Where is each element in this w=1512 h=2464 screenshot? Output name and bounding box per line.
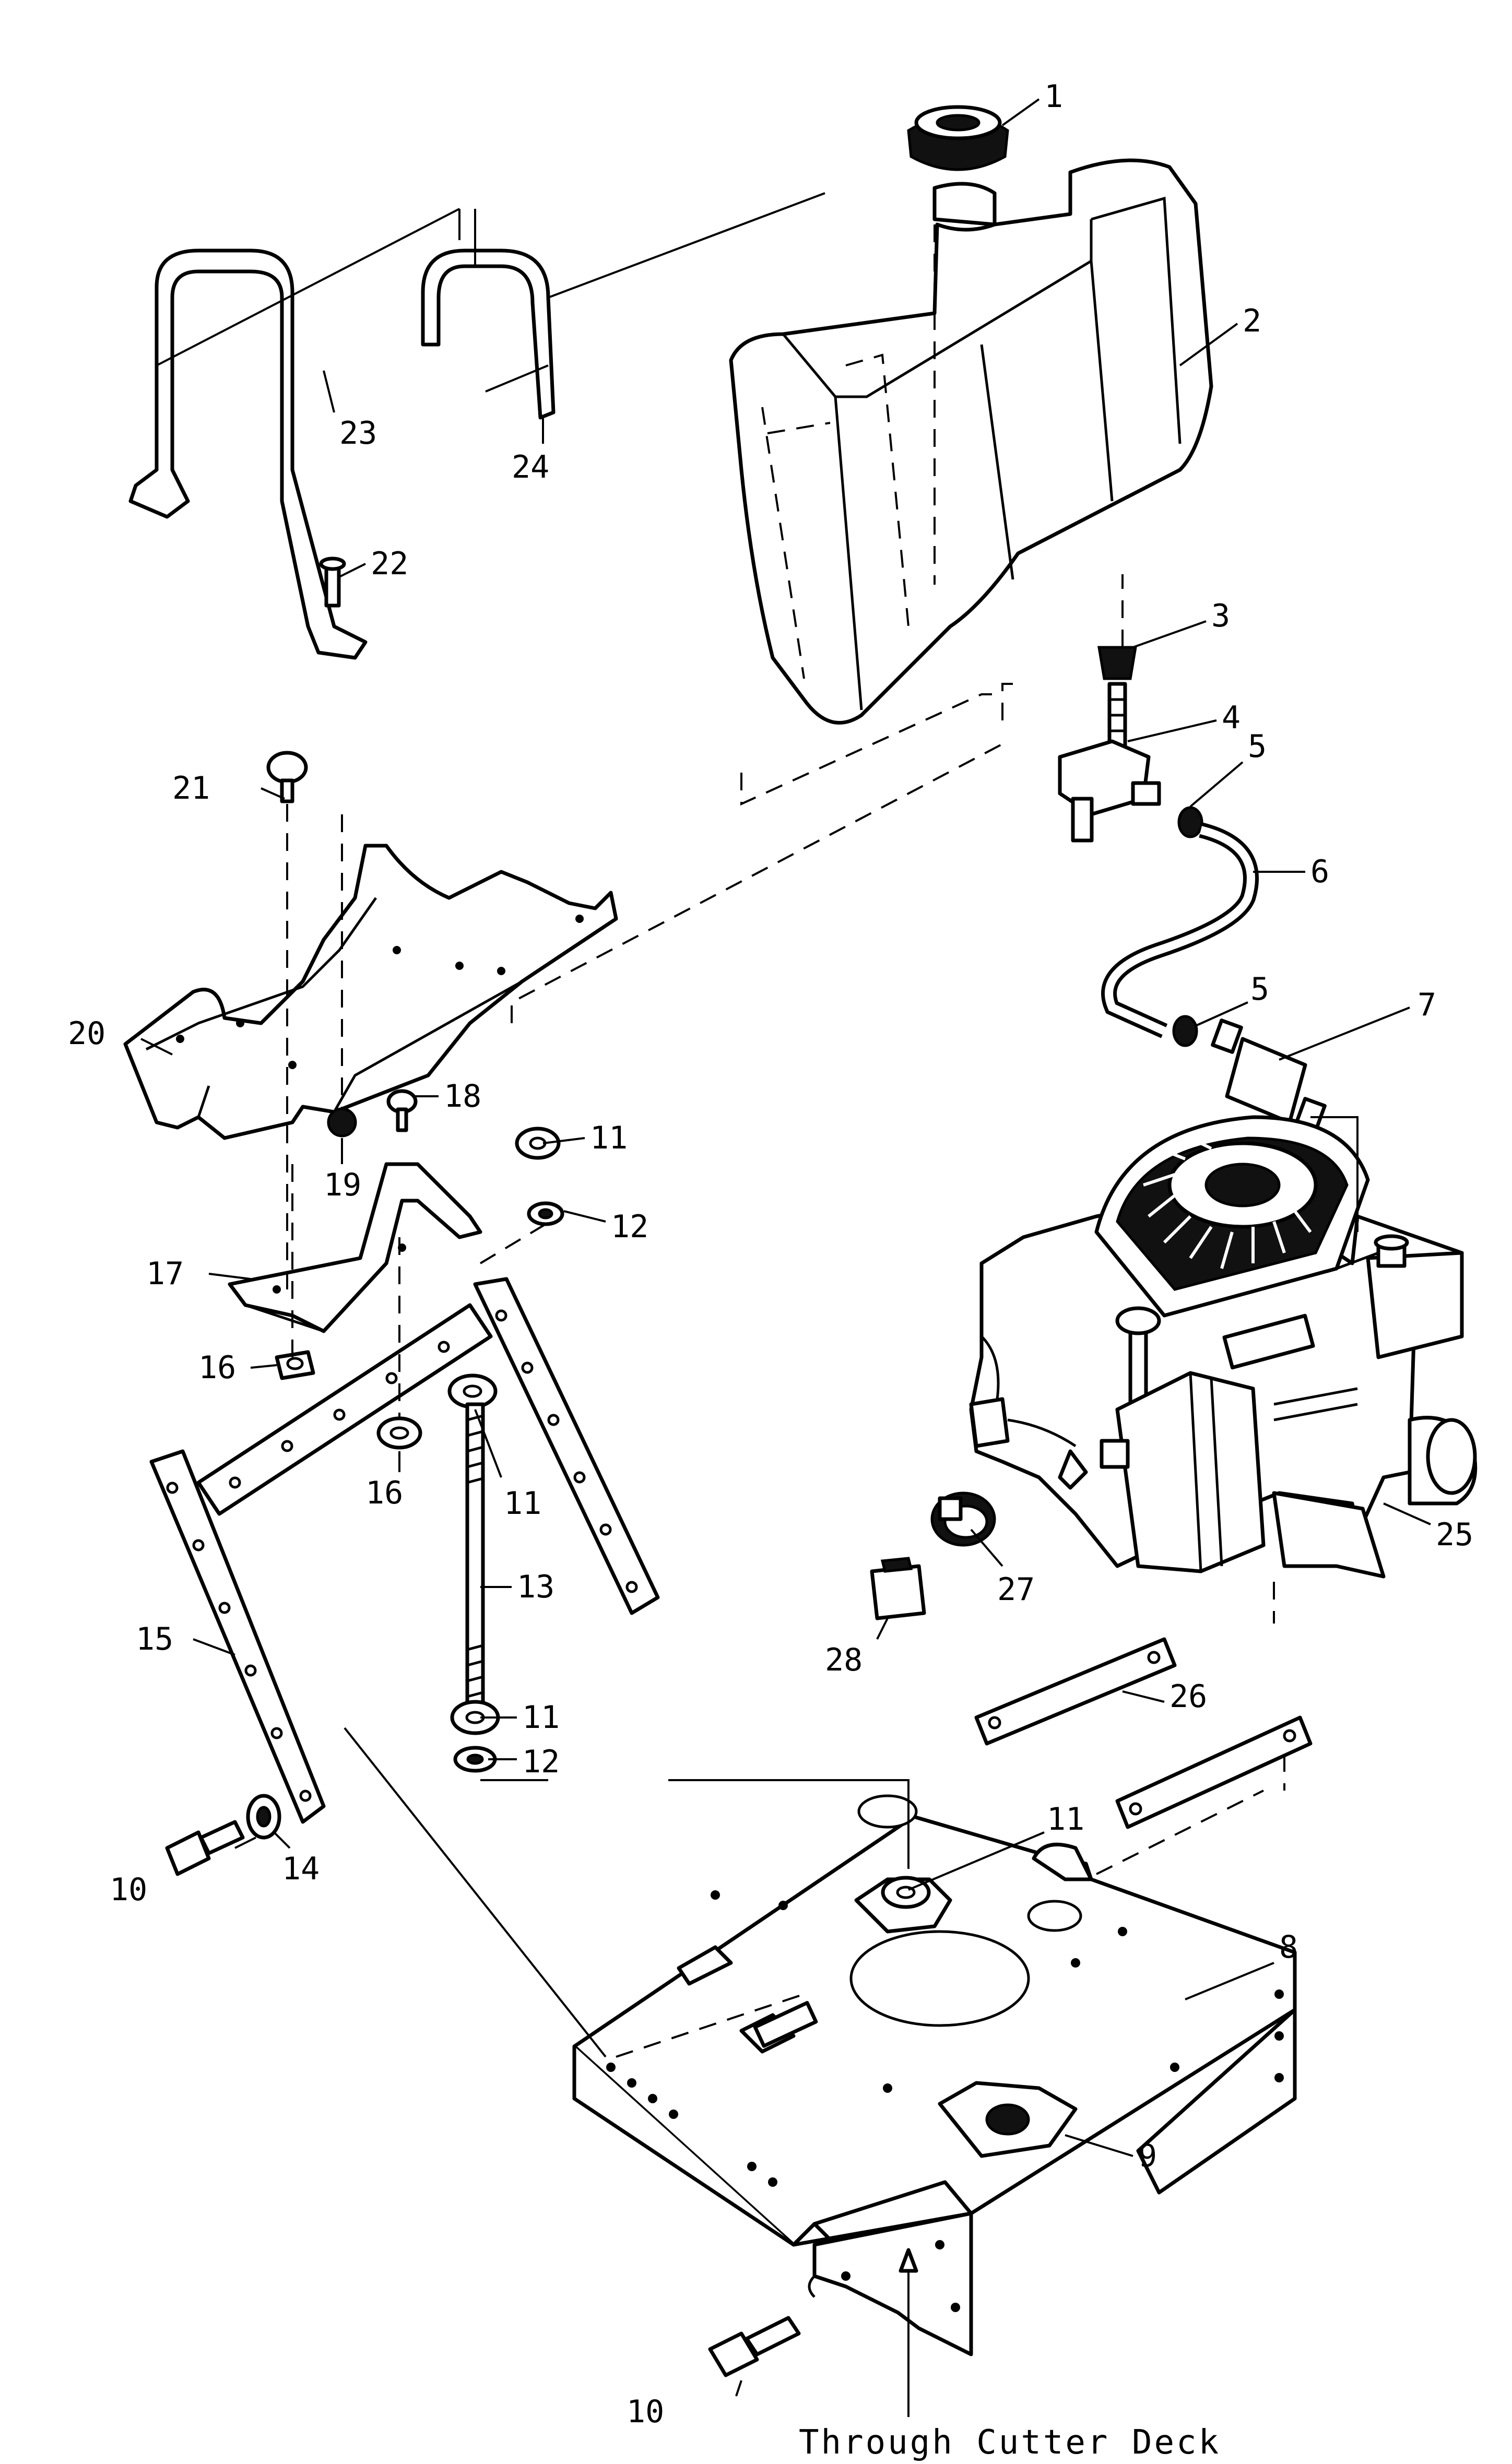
callout-12a: 12 (611, 1209, 648, 1245)
callout-5a: 5 (1248, 728, 1267, 765)
leader-lines (140, 98, 1431, 2417)
spacer-bar-26b (1115, 1715, 1313, 1829)
grommet-3 (1097, 646, 1137, 680)
callout-18: 18 (444, 1078, 481, 1115)
callout-10b: 10 (627, 2394, 664, 2430)
rod-threads (467, 1414, 483, 1698)
callout-20: 20 (68, 1015, 105, 1052)
washer-12b (453, 1746, 497, 1773)
tank-bracket-23 (128, 248, 368, 660)
callout-7: 7 (1418, 987, 1436, 1023)
callout-3: 3 (1211, 598, 1230, 634)
callout-15: 15 (136, 1621, 173, 1657)
washer-12a (527, 1201, 564, 1226)
callout-1: 1 (1044, 78, 1063, 115)
hose-clamp-5b (1172, 1015, 1198, 1047)
spacer-bar-26a (974, 1637, 1177, 1746)
bolt-10a (165, 1820, 245, 1876)
callout-11d: 11 (1047, 1801, 1084, 1838)
engine-mount-plate-8 (572, 1794, 1297, 2356)
callout-26: 26 (1170, 1678, 1207, 1715)
knob-21 (266, 751, 308, 803)
clamp-27 (930, 1491, 996, 1547)
tank-bracket-24 (421, 248, 556, 420)
hose-clamp-5a (1177, 806, 1203, 838)
callout-28: 28 (825, 1642, 863, 1678)
heat-shield-20 (123, 844, 618, 1140)
callout-16a: 16 (198, 1349, 236, 1386)
callout-17: 17 (146, 1255, 184, 1292)
fuel-tank (729, 158, 1213, 725)
engine-25 (969, 1115, 1478, 1579)
assembly-lines (156, 192, 1359, 2058)
fuel-cap (907, 105, 1009, 171)
callout-21: 21 (172, 770, 210, 807)
callout-5b: 5 (1250, 971, 1269, 1008)
washer-14 (246, 1794, 281, 1840)
threaded-rod-13 (447, 1373, 498, 1709)
callout-8: 8 (1279, 1929, 1298, 1965)
nut-19 (327, 1107, 357, 1138)
nut-11c (450, 1700, 500, 1735)
callout-labels: 1 2 3 4 5 5 6 7 8 9 10 10 11 11 11 11 12… (68, 78, 1473, 2462)
callout-11c: 11 (522, 1699, 560, 1736)
frame-holes (166, 1309, 638, 1802)
through-cutter-deck-note: Through Cutter Deck (799, 2423, 1221, 2462)
support-frame-15 (149, 1277, 660, 1824)
callout-9: 9 (1138, 2138, 1157, 2174)
nut-11a (515, 1127, 561, 1160)
callout-25: 25 (1436, 1517, 1473, 1553)
bolt-18 (386, 1089, 418, 1132)
bolt-10b (708, 2316, 801, 2377)
nut-16a (275, 1350, 315, 1380)
callout-16b: 16 (365, 1475, 403, 1511)
callout-12b: 12 (522, 1744, 560, 1780)
callout-11b: 11 (504, 1485, 541, 1522)
plate-rivets (606, 1890, 1284, 2312)
callout-24: 24 (512, 449, 549, 485)
nut-16b (376, 1416, 422, 1450)
callout-6: 6 (1310, 854, 1329, 890)
fuel-line-6 (1101, 822, 1259, 1038)
callout-14: 14 (282, 1851, 320, 1887)
bolt-22 (319, 556, 346, 608)
fuel-filter-7 (1211, 1018, 1327, 1132)
callout-27: 27 (997, 1571, 1035, 1608)
callout-19: 19 (324, 1167, 361, 1203)
callout-10a: 10 (110, 1871, 147, 1908)
callout-23: 23 (339, 415, 377, 452)
callout-11a: 11 (590, 1120, 628, 1156)
starter-fins (1143, 1142, 1312, 1269)
shutoff-valve-4 (1058, 682, 1161, 843)
callout-2: 2 (1243, 303, 1261, 339)
callout-4: 4 (1222, 700, 1241, 736)
callout-22: 22 (371, 546, 408, 582)
callout-13: 13 (517, 1569, 554, 1605)
switch-28 (870, 1557, 926, 1620)
